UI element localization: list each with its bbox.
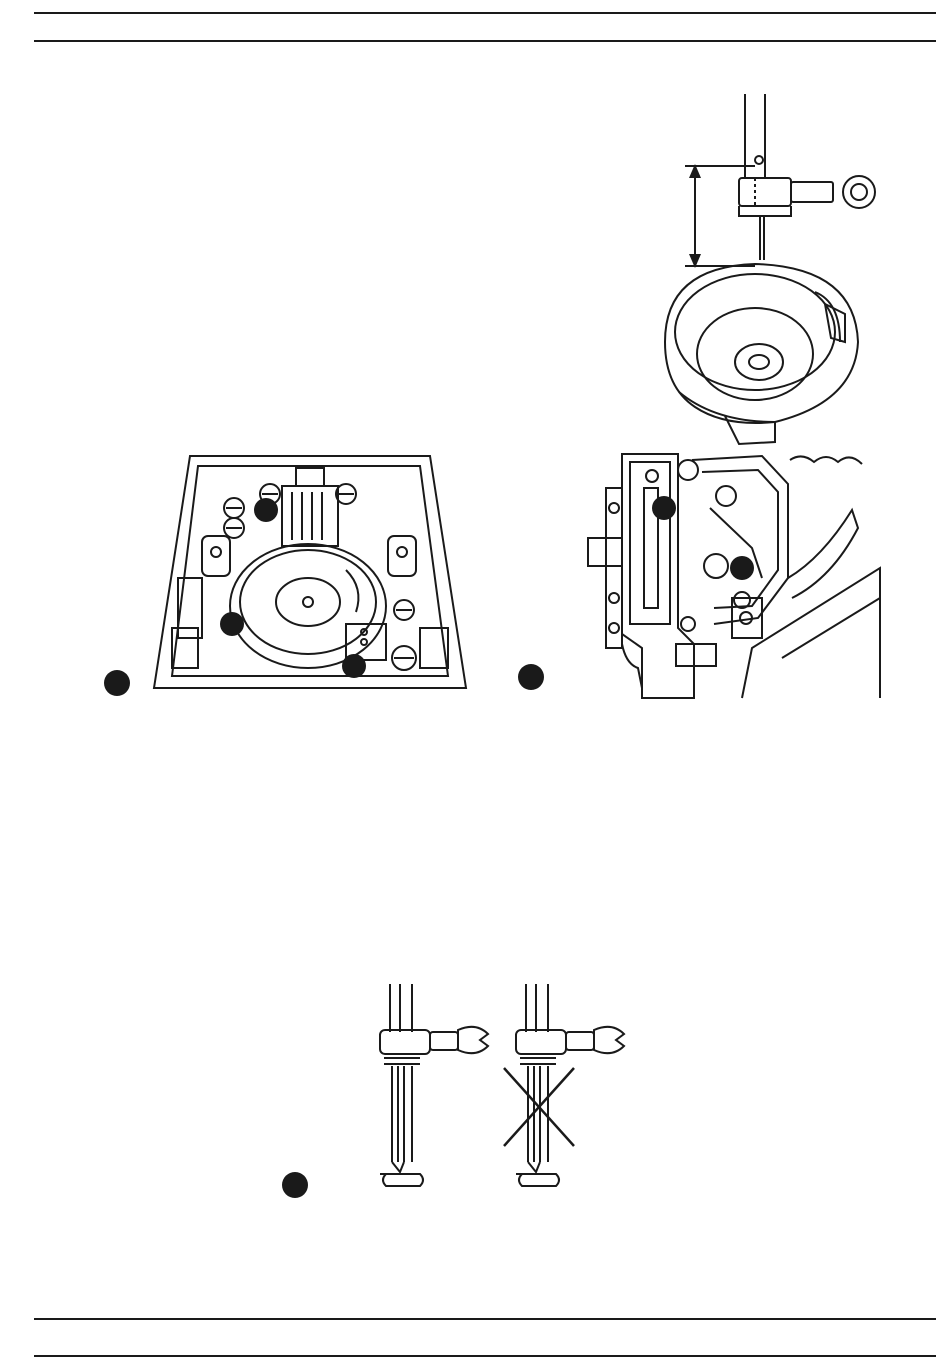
header-rule-bottom bbox=[34, 40, 936, 42]
figure-marker-a bbox=[104, 670, 130, 696]
blank-area bbox=[34, 705, 936, 965]
header-rule-top bbox=[34, 12, 936, 14]
bobbin-case-top-view-icon bbox=[150, 452, 468, 692]
needle-bar-mechanism-icon bbox=[582, 448, 884, 702]
needle-height-gauge-icon bbox=[655, 92, 895, 452]
figure-marker-b bbox=[518, 664, 544, 690]
figure-needle-plate-hook bbox=[150, 452, 468, 692]
footer-rule-bottom bbox=[34, 1355, 936, 1357]
figure-needle-over-hook bbox=[655, 92, 895, 452]
needle-correct-incorrect-icon bbox=[370, 982, 632, 1192]
footer-rule-top bbox=[34, 1318, 936, 1320]
figure-needle-bar-mechanism bbox=[582, 448, 884, 702]
figure-needle-orientation bbox=[370, 982, 632, 1192]
figure-marker-c bbox=[282, 1172, 308, 1198]
